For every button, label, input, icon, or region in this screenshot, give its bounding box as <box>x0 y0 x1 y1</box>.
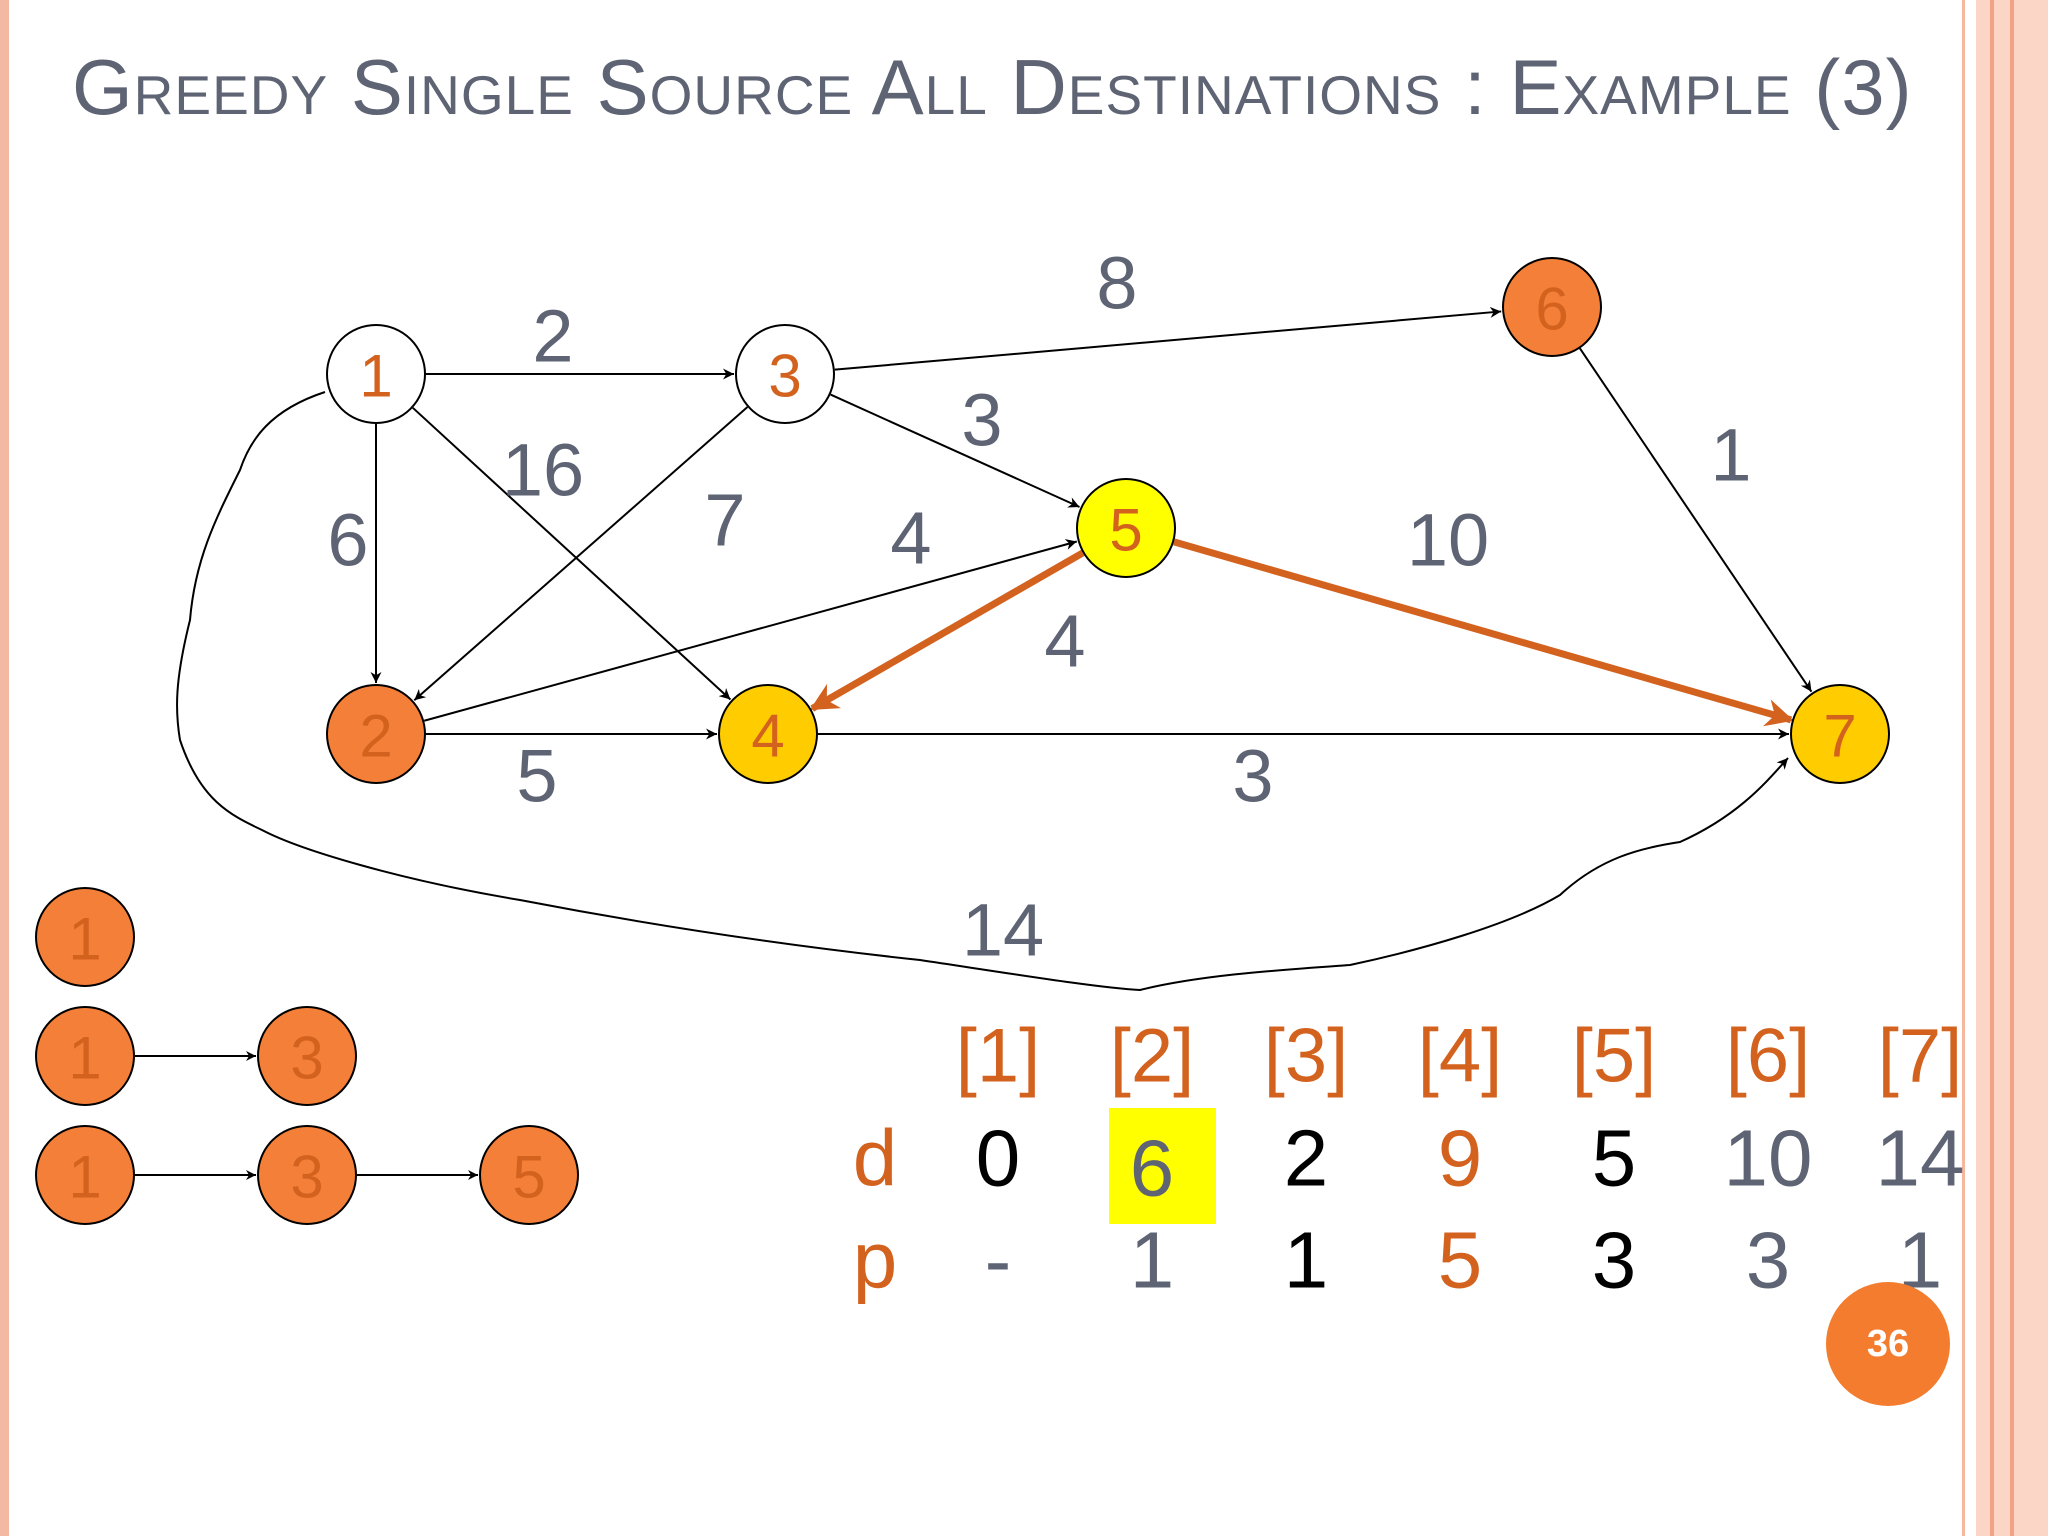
right-border-line <box>1962 0 1965 1536</box>
graph-node-5: 5 <box>1076 478 1176 578</box>
node-label: 1 <box>359 343 392 410</box>
table-column-header: [3] <box>1264 1014 1349 1099</box>
node-label: 3 <box>768 343 801 410</box>
edge-weight-1-2: 6 <box>327 499 368 582</box>
table-cell-p-3: 1 <box>1284 1216 1329 1305</box>
edge-5-7 <box>1173 538 1794 727</box>
table-cell-p-4: 5 <box>1438 1216 1483 1305</box>
node-circle <box>326 324 426 424</box>
table-cell-d-4: 9 <box>1438 1114 1483 1203</box>
node-label: 7 <box>1823 703 1856 770</box>
graph-node-1: 1 <box>326 324 426 424</box>
node-circle <box>1502 257 1602 357</box>
table-cell-d-7: 14 <box>1876 1114 1965 1203</box>
graph-node-4: 4 <box>718 684 818 784</box>
edge-3-5 <box>830 393 1080 508</box>
path-node-label: 1 <box>68 906 101 973</box>
node-label: 6 <box>1535 276 1568 343</box>
slide-title: Greedy Single Source All Destinations : … <box>72 43 1913 131</box>
path-node-circle <box>257 1006 357 1106</box>
edge-weight-3-6: 8 <box>1096 242 1137 325</box>
table-column-header: [6] <box>1726 1014 1811 1099</box>
edge-weight-4-7: 3 <box>1232 735 1273 818</box>
table-column-header: [1] <box>956 1014 1041 1099</box>
node-circle <box>1790 684 1890 784</box>
table-cell-d-1: 0 <box>976 1114 1021 1203</box>
node-label: 2 <box>359 703 392 770</box>
right-border-line <box>1990 0 1994 1536</box>
path-node-circle <box>35 1125 135 1225</box>
path-node-label: 1 <box>68 1025 101 1092</box>
path-node-label: 3 <box>290 1025 323 1092</box>
edge-weight-1-4: 16 <box>502 429 584 512</box>
edge-weight-1-7: 14 <box>962 889 1044 972</box>
highlighted-cell <box>1109 1108 1216 1224</box>
left-border-decoration <box>0 0 9 1536</box>
graph-node-2: 2 <box>326 684 426 784</box>
path-node-circle <box>257 1125 357 1225</box>
node-circle <box>1076 478 1176 578</box>
edge-weight-5-4: 4 <box>1044 600 1085 683</box>
table-cell-p-2: 1 <box>1130 1216 1175 1305</box>
path-node-circle <box>479 1125 579 1225</box>
table-column-header: [4] <box>1418 1014 1503 1099</box>
path-node-circle <box>35 887 135 987</box>
graph-node-3: 3 <box>735 324 835 424</box>
table-column-header: [7] <box>1878 1014 1963 1099</box>
table-cell-d-2: 6 <box>1130 1124 1175 1213</box>
path-node-circle <box>35 1006 135 1106</box>
edge-3-6 <box>834 306 1502 371</box>
path-node-label: 1 <box>68 1144 101 1211</box>
table-cell-d-3: 2 <box>1284 1114 1329 1203</box>
edge-weight-5-7: 10 <box>1407 499 1489 582</box>
table-column-header: [5] <box>1572 1014 1657 1099</box>
edge-2-5 <box>423 539 1078 722</box>
edge-weight-2-5: 4 <box>890 497 931 580</box>
right-border-line <box>2010 0 2014 1536</box>
edge-weight-3-2: 7 <box>704 479 745 562</box>
page-number-badge: 36 <box>1826 1282 1950 1406</box>
graph-node-6: 6 <box>1502 257 1602 357</box>
table-cell-p-6: 3 <box>1746 1216 1791 1305</box>
edge-weight-1-3: 2 <box>532 295 573 378</box>
path-sequence-3: 1 3 5 <box>35 1125 579 1225</box>
table-cell-d-6: 10 <box>1724 1114 1813 1203</box>
node-circle <box>718 684 818 784</box>
path-node-label: 3 <box>290 1144 323 1211</box>
node-circle <box>326 684 426 784</box>
node-circle <box>735 324 835 424</box>
graph-node-7: 7 <box>1790 684 1890 784</box>
edge-1-7 <box>176 391 1789 992</box>
path-node-label: 5 <box>512 1144 545 1211</box>
edge-weight-2-4: 5 <box>516 735 557 818</box>
table-column-header: [2] <box>1110 1014 1195 1099</box>
table-cell-d-5: 5 <box>1592 1114 1637 1203</box>
table-cell-p-1: - <box>985 1216 1012 1305</box>
node-label: 5 <box>1109 497 1142 564</box>
edge-weight-6-7: 1 <box>1710 414 1751 497</box>
node-label: 4 <box>751 703 784 770</box>
table-cell-p-5: 3 <box>1592 1216 1637 1305</box>
edge-6-7 <box>1579 347 1813 693</box>
edge-3-2 <box>413 406 749 702</box>
path-sequence-1: 1 <box>35 887 135 987</box>
table-row-label: p <box>853 1216 898 1305</box>
edge-5-4 <box>809 549 1085 712</box>
edge-weight-3-5: 3 <box>961 379 1002 462</box>
table-row-label: d <box>853 1114 898 1203</box>
